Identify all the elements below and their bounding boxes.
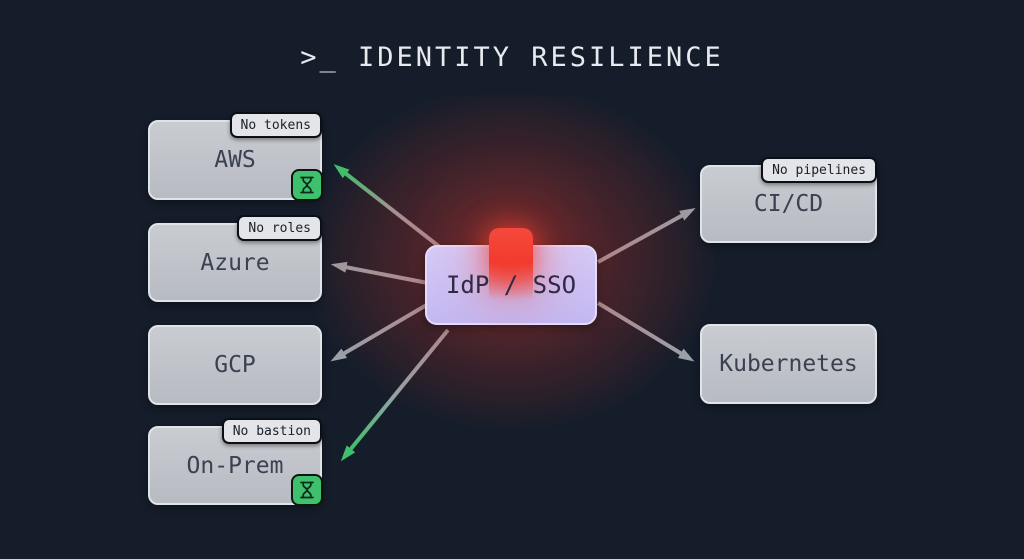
badge-no-roles: No roles <box>237 215 322 241</box>
alert-indicator <box>489 228 533 302</box>
arrow-idp-to-cicd <box>597 207 696 264</box>
node-label: CI/CD <box>753 191 824 217</box>
node-kubernetes: Kubernetes <box>700 324 877 404</box>
badge-no-pipelines: No pipelines <box>761 157 877 183</box>
node-gcp: GCP <box>148 325 322 405</box>
node-onprem: No bastion On-Prem <box>148 418 323 506</box>
page-title: >_ IDENTITY RESILIENCE <box>300 42 724 73</box>
arrow-idp-to-gcp <box>330 301 432 362</box>
node-label: On-Prem <box>186 452 284 479</box>
arrow-idp-to-aws <box>333 164 452 257</box>
node-label: IdP / SSO <box>445 271 577 299</box>
node-label: GCP <box>214 352 256 378</box>
node-azure: No roles Azure <box>148 215 322 302</box>
hourglass-icon <box>291 474 323 506</box>
node-label: AWS <box>214 147 256 173</box>
arrow-idp-to-kubernetes <box>596 301 695 362</box>
badge-no-tokens: No tokens <box>229 112 322 138</box>
badge-no-bastion: No bastion <box>221 418 322 444</box>
node-label: Azure <box>200 249 270 276</box>
node-label: Kubernetes <box>719 351 858 377</box>
arrow-idp-to-onprem <box>340 328 450 462</box>
hourglass-icon <box>291 169 323 201</box>
node-aws: No tokens AWS <box>148 112 323 201</box>
arrow-idp-to-azure <box>330 261 429 285</box>
node-cicd: No pipelines CI/CD <box>700 157 877 243</box>
node-idp-sso: IdP / SSO <box>425 228 597 325</box>
